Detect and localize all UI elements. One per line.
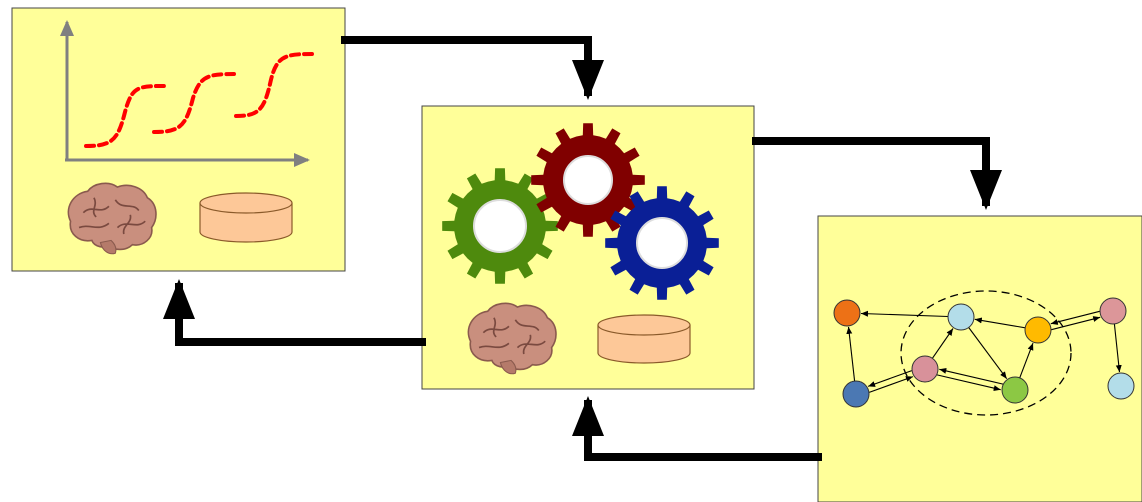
flow-arrows	[163, 36, 1002, 461]
panel-graph-fill	[817, 215, 1142, 502]
panel-graph-content	[833, 290, 1135, 416]
graph-node	[1099, 297, 1127, 325]
graph-edge	[867, 370, 912, 387]
graph-edge	[1019, 342, 1034, 379]
graph-edge	[974, 317, 1026, 329]
gear-red-icon	[531, 123, 645, 237]
graph-node	[1001, 376, 1029, 404]
graph-edge	[869, 376, 914, 393]
graph-edge	[931, 328, 954, 359]
graph-node	[1107, 372, 1135, 400]
graph-edges	[846, 310, 1122, 393]
gear-blue-icon	[605, 186, 719, 300]
graph-node	[1024, 316, 1052, 344]
graph-edge	[846, 326, 856, 382]
database-cylinder-icon	[199, 192, 293, 243]
sigmoid-curve-icon	[84, 52, 314, 148]
gear-green-icon	[442, 168, 558, 284]
graph-edge	[1051, 316, 1101, 331]
arrow-model-to-data	[163, 279, 426, 346]
graph-node	[842, 380, 870, 408]
graph-node	[947, 303, 975, 331]
graph-edge	[1050, 310, 1100, 325]
graph-edge	[1113, 323, 1122, 373]
graph-edge	[968, 327, 1008, 380]
arrow-graph-to-model	[572, 396, 822, 461]
graph-node	[833, 299, 861, 327]
database-cylinder-icon	[597, 314, 691, 364]
panel-model-content	[442, 123, 719, 375]
arrow-model-to-graph	[752, 137, 1002, 210]
graph-node	[911, 355, 939, 383]
arrow-data-to-model	[341, 36, 604, 100]
community-boundary	[900, 290, 1072, 416]
graph-edge	[936, 374, 1001, 392]
graph-edge	[939, 367, 1004, 385]
panel-data-fill	[11, 7, 346, 272]
graph-edge	[860, 310, 949, 318]
panel-data-content	[60, 20, 314, 255]
graph-nodes	[833, 297, 1135, 408]
